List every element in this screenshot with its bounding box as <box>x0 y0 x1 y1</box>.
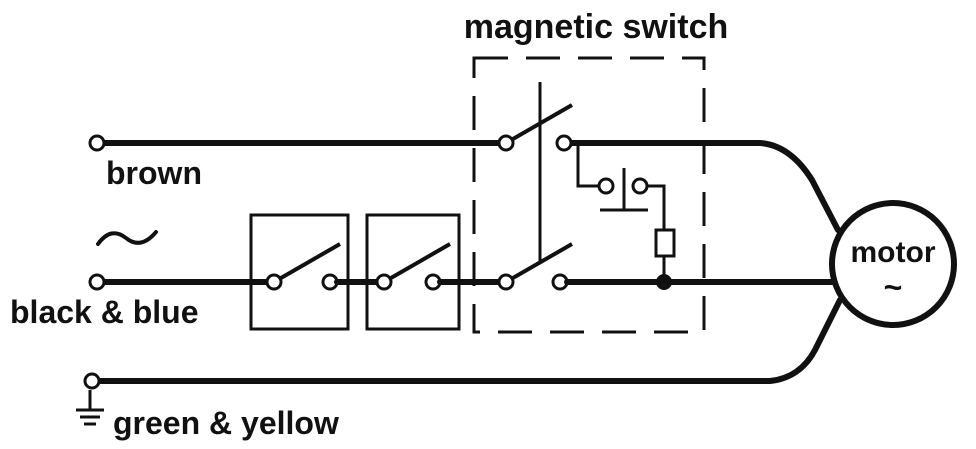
coil-resistor <box>654 228 676 258</box>
brown-label: brown <box>106 155 202 191</box>
brown-terminal <box>88 134 106 152</box>
aux-wire-right <box>646 184 666 230</box>
aux-terminal-right <box>631 177 649 195</box>
switch-1-terminal-in <box>265 273 283 291</box>
magnetic-switch-enclosure <box>472 56 706 334</box>
switch-2-contact <box>383 242 451 284</box>
motor-label: motor <box>851 236 936 269</box>
magnetic-switch-label: magnetic switch <box>464 8 729 46</box>
switch-2-terminal-in <box>375 273 393 291</box>
aux-terminal-left <box>597 177 615 195</box>
junction-dot <box>656 274 672 290</box>
earth-terminal <box>83 372 101 390</box>
black-blue-terminal <box>88 273 106 291</box>
black-blue-label: black & blue <box>10 294 199 330</box>
aux-wire-left <box>576 143 600 188</box>
green-yellow-label: green & yellow <box>113 405 339 441</box>
contact-2-terminal-in <box>497 273 515 291</box>
motor-circle <box>829 200 957 328</box>
contact-1-terminal-in <box>497 134 515 152</box>
motor-ac-icon: ~ <box>884 269 903 305</box>
switch-box-1 <box>249 213 350 331</box>
contact-1-terminal-out <box>555 134 573 152</box>
ac-wave-icon <box>96 230 158 246</box>
switch-box-2 <box>365 213 461 331</box>
green-yellow-wire <box>89 297 843 384</box>
contactor-contact-2 <box>505 242 573 284</box>
switch-1-contact <box>273 242 341 284</box>
brown-wire-to-motor <box>564 140 841 233</box>
